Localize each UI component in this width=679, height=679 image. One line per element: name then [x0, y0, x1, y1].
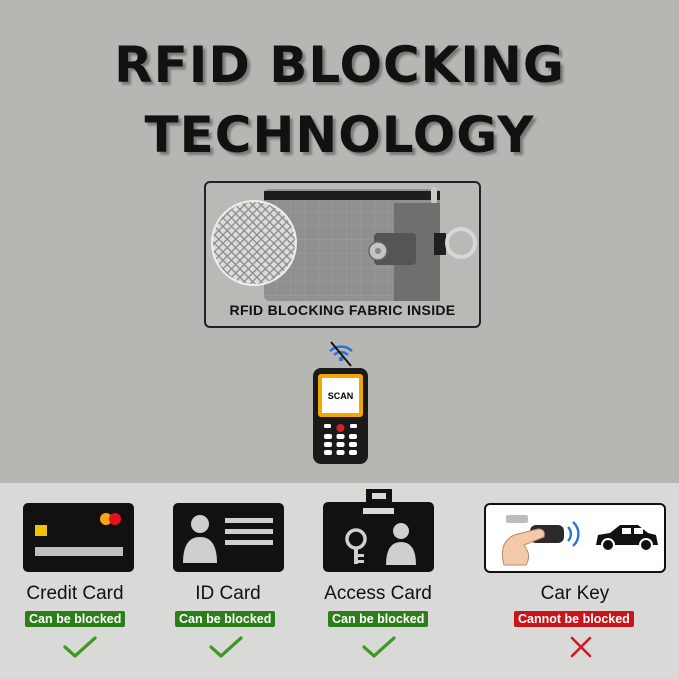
scan-screen-text: SCAN [328, 391, 354, 401]
card-label-carkey: Car Key [540, 583, 610, 604]
status-badge-access: Can be blocked [328, 611, 429, 627]
car-key-icon [484, 503, 666, 573]
access-card-icon [323, 489, 434, 572]
rfid-scanner-icon: SCAN [313, 341, 368, 464]
check-icon [209, 636, 243, 658]
fabric-caption: RFID BLOCKING FABRIC INSIDE [229, 302, 456, 318]
title-line-1: RFID BLOCKING [114, 36, 565, 94]
check-icon [63, 636, 97, 658]
credit-card-icon [23, 503, 134, 572]
fabric-panel: RFID BLOCKING FABRIC INSIDE [204, 181, 481, 328]
pouch-image [211, 187, 477, 301]
card-label-access: Access Card [324, 583, 432, 604]
id-card-icon [173, 503, 284, 572]
status-badge-id: Can be blocked [175, 611, 276, 627]
title-line-2: TECHNOLOGY [144, 106, 535, 164]
card-label-credit: Credit Card [26, 583, 124, 604]
cross-icon [570, 636, 592, 658]
status-badge-carkey: Cannot be blocked [514, 611, 634, 627]
card-label-id: ID Card [195, 583, 261, 604]
status-badge-credit: Can be blocked [25, 611, 126, 627]
check-icon [362, 636, 396, 658]
